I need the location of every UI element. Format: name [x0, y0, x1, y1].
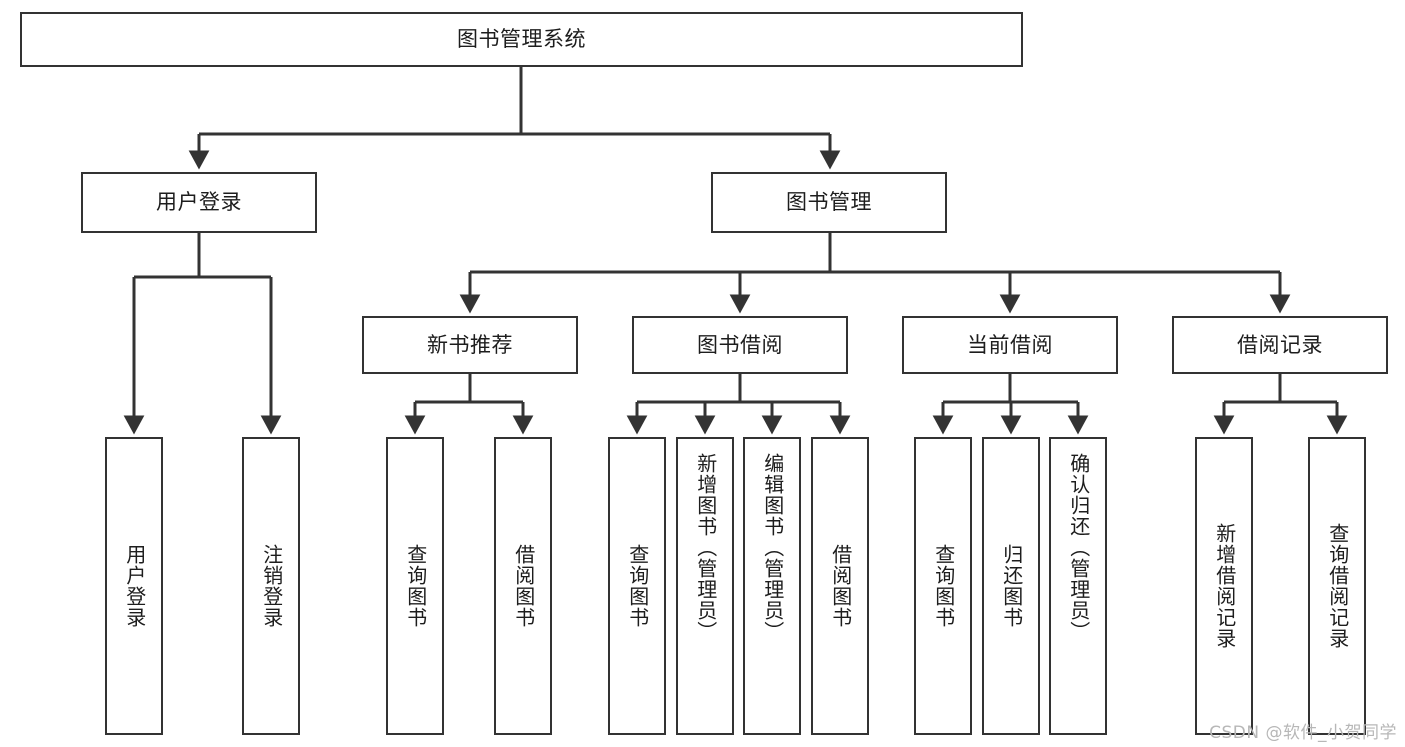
- node-new-book-recommend[interactable]: 新书推荐: [362, 316, 578, 374]
- node-leaf-edit-book-admin-label: 编辑图书（管理员）: [760, 453, 785, 642]
- node-leaf-confirm-return-admin[interactable]: 确认归还（管理员）: [1049, 437, 1107, 735]
- node-leaf-query-book-1[interactable]: 查询图书: [386, 437, 444, 735]
- node-leaf-query-borrow-record[interactable]: 查询借阅记录: [1308, 437, 1366, 735]
- node-leaf-add-book-admin[interactable]: 新增图书（管理员）: [676, 437, 734, 735]
- node-leaf-borrow-book-1-label: 借阅图书: [511, 544, 536, 628]
- node-leaf-add-borrow-record-label: 新增借阅记录: [1212, 523, 1237, 649]
- node-book-management-label: 图书管理: [786, 190, 872, 215]
- node-leaf-confirm-return-admin-label: 确认归还（管理员）: [1066, 453, 1091, 642]
- node-leaf-return-book-label: 归还图书: [999, 544, 1024, 628]
- node-leaf-user-login-label: 用户登录: [122, 544, 147, 628]
- node-root-label: 图书管理系统: [457, 27, 586, 52]
- node-book-management[interactable]: 图书管理: [711, 172, 947, 233]
- node-borrow-records[interactable]: 借阅记录: [1172, 316, 1388, 374]
- node-leaf-add-borrow-record[interactable]: 新增借阅记录: [1195, 437, 1253, 735]
- node-book-borrow[interactable]: 图书借阅: [632, 316, 848, 374]
- node-leaf-user-login[interactable]: 用户登录: [105, 437, 163, 735]
- node-book-borrow-label: 图书借阅: [697, 332, 783, 357]
- node-leaf-query-book-3[interactable]: 查询图书: [914, 437, 972, 735]
- node-leaf-query-book-2-label: 查询图书: [625, 544, 650, 628]
- node-root[interactable]: 图书管理系统: [20, 12, 1023, 67]
- node-borrow-records-label: 借阅记录: [1237, 332, 1323, 357]
- node-user-login[interactable]: 用户登录: [81, 172, 317, 233]
- node-leaf-borrow-book-2-label: 借阅图书: [828, 544, 853, 628]
- node-user-login-label: 用户登录: [156, 190, 242, 215]
- node-leaf-logout[interactable]: 注销登录: [242, 437, 300, 735]
- node-leaf-borrow-book-2[interactable]: 借阅图书: [811, 437, 869, 735]
- node-leaf-query-book-3-label: 查询图书: [931, 544, 956, 628]
- node-new-book-recommend-label: 新书推荐: [427, 332, 513, 357]
- node-leaf-logout-label: 注销登录: [259, 544, 284, 628]
- node-leaf-edit-book-admin[interactable]: 编辑图书（管理员）: [743, 437, 801, 735]
- node-leaf-query-borrow-record-label: 查询借阅记录: [1325, 523, 1350, 649]
- node-leaf-query-book-2[interactable]: 查询图书: [608, 437, 666, 735]
- node-leaf-return-book[interactable]: 归还图书: [982, 437, 1040, 735]
- node-current-borrow[interactable]: 当前借阅: [902, 316, 1118, 374]
- node-leaf-add-book-admin-label: 新增图书（管理员）: [693, 453, 718, 642]
- node-leaf-borrow-book-1[interactable]: 借阅图书: [494, 437, 552, 735]
- node-current-borrow-label: 当前借阅: [967, 332, 1053, 357]
- watermark: CSDN @软件_小贺同学: [1209, 723, 1397, 743]
- node-leaf-query-book-1-label: 查询图书: [403, 544, 428, 628]
